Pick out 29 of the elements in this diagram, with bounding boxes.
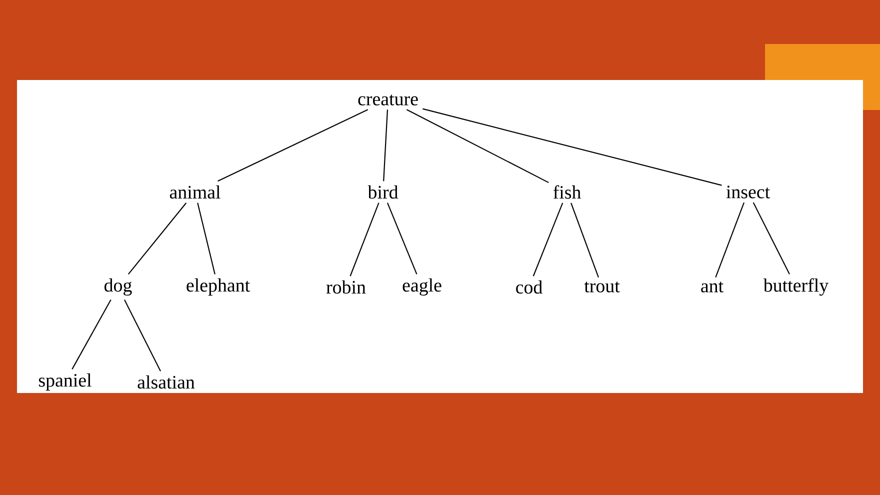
tree-line — [218, 109, 368, 182]
tree-label: bird — [368, 185, 398, 199]
tree-line — [350, 202, 380, 276]
tree-label: fish — [553, 185, 581, 199]
tree-label: alsatian — [138, 375, 195, 389]
tree-label: dog — [104, 278, 132, 296]
tree-label: eagle — [402, 278, 442, 296]
tree-label: creature — [358, 94, 418, 106]
tree-line — [715, 202, 745, 278]
tree-line — [128, 202, 187, 275]
tree-label: robin — [326, 280, 366, 294]
tree-line — [124, 300, 162, 372]
tree-label: spaniel — [38, 373, 92, 391]
tree-label: ant — [701, 282, 724, 292]
tree-line — [406, 109, 549, 184]
tree-line — [72, 300, 112, 370]
tree-label: cod — [516, 280, 542, 294]
tree-label: animal — [170, 185, 220, 199]
tree-line — [752, 202, 790, 274]
tree-line — [197, 202, 216, 274]
tree-line — [570, 202, 599, 278]
tree-label: insect — [726, 186, 770, 198]
tree-line — [386, 202, 418, 274]
tree-line — [383, 110, 388, 182]
tree-line — [422, 108, 722, 186]
tree-label: trout — [584, 282, 620, 292]
tree-line — [532, 202, 564, 276]
tree-label: butterfly — [763, 278, 829, 296]
tree-label: elephant — [186, 278, 250, 296]
